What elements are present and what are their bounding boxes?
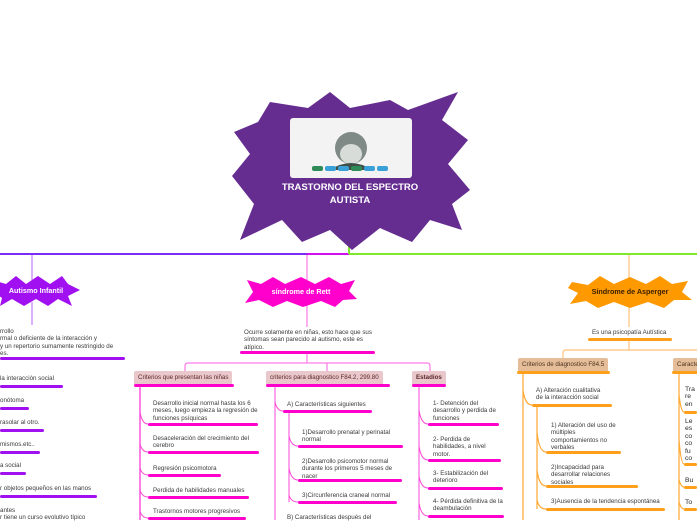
rett-nina-item: Regresión psicomotora — [153, 465, 217, 472]
underline — [428, 459, 501, 462]
underline — [546, 485, 638, 488]
rett-estadio-item: 4- Pérdida definitiva de la deambulación — [433, 498, 503, 513]
asperger-caracteristica-item: Bu — [685, 477, 694, 484]
underline — [0, 495, 97, 498]
autismo-item: antes r tiene un curso evolutivo típico — [0, 507, 86, 522]
underline — [298, 445, 403, 448]
asperger-a-item: 2)Incapacidad para desarrollar relacione… — [551, 464, 611, 486]
asperger-caracteristicas-node[interactable]: Caracte — [673, 358, 697, 372]
underline — [428, 423, 499, 426]
central-topic-title: TRASTORNO DEL ESPECTRO AUTISTA — [250, 181, 450, 207]
rett-estadio-item: 3- Estabilización del deterioro — [433, 470, 489, 485]
asperger-caracteristica-item: Le es co co fu co — [685, 418, 693, 463]
autismo-item: r objetos pequeños en las manos — [0, 485, 92, 492]
autismo-title: Autismo Infantil — [8, 286, 64, 295]
central-title-line1: TRASTORNO DEL ESPECTRO — [281, 182, 419, 193]
rett-a-item: 3)Circunferencia craneal normal — [302, 492, 391, 499]
rett-b-label: B) Características después del — [287, 514, 372, 521]
autismo-item: rasolar al otro. — [0, 419, 40, 426]
rett-a-label: A) Características siguientes — [287, 401, 366, 408]
underline — [684, 486, 697, 489]
central-image — [290, 118, 412, 178]
underline — [546, 508, 665, 511]
underline — [532, 404, 612, 407]
rett-description: Ocurre solamente en niñas, esto hace que… — [244, 329, 372, 351]
underline — [0, 357, 125, 360]
child-with-toy-cars-icon — [312, 132, 388, 171]
rett-estadio-item: 2- Perdida de habilidades, a nivel motor… — [433, 436, 486, 458]
autismo-item: a social — [0, 462, 21, 469]
underline — [148, 517, 246, 520]
rett-nina-item: Desarrollo inicial normal hasta los 6 me… — [153, 400, 258, 422]
underline — [148, 474, 221, 477]
underline — [546, 451, 621, 454]
underline — [148, 496, 249, 499]
underline — [134, 384, 234, 387]
underline — [684, 411, 697, 414]
autismo-item: onótoma — [0, 397, 25, 404]
underline — [298, 479, 402, 482]
underline — [517, 371, 610, 374]
underline — [588, 338, 672, 341]
rett-estadio-item: 1- Detención del desarrollo y perdida de… — [433, 400, 496, 422]
underline — [148, 423, 258, 426]
asperger-node-starburst[interactable] — [568, 276, 692, 308]
rett-nina-item: Trastornos motores progresivos — [153, 508, 241, 515]
underline — [412, 384, 446, 387]
underline — [428, 515, 504, 518]
rett-estadios-node[interactable]: Estadios — [412, 371, 446, 385]
underline — [684, 508, 697, 511]
rett-a-item: 2)Desarrollo psicomotor normal durante l… — [302, 458, 393, 480]
rett-criterios-diagnostico-node[interactable]: criterios para diagnostico F84.2, 299.80 — [266, 371, 383, 385]
underline — [684, 463, 697, 466]
underline — [0, 407, 29, 410]
asperger-criterios-node[interactable]: Criterios de diagnostico F84.5 — [518, 358, 609, 372]
rett-nina-item: Desaceleración del crecimiento del cereb… — [153, 435, 249, 450]
underline — [428, 487, 503, 490]
asperger-a-label: A) Alteración cualitativa de la interacc… — [536, 387, 601, 402]
underline — [0, 451, 40, 454]
autismo-item: mismos.etc.. — [0, 441, 35, 448]
autismo-item: la interacción social — [0, 375, 54, 382]
asperger-a-item: 1) Alteración del uso de múltiples compo… — [551, 422, 616, 451]
underline — [148, 451, 259, 454]
underline — [240, 351, 375, 354]
asperger-caracteristica-item: To — [685, 499, 693, 506]
underline — [0, 429, 44, 432]
asperger-description: Es una psicopatía Autística — [592, 329, 667, 336]
underline — [0, 385, 63, 388]
rett-title: síndrome de Rett — [271, 287, 331, 296]
autismo-node-starburst[interactable] — [0, 276, 82, 306]
rett-a-item: 1)Desarrollo prenatal y perinatal normal — [302, 429, 391, 444]
autismo-item: rrollo rmal o deficiente de la interacci… — [0, 328, 114, 357]
asperger-a-item: 3)Ausencia de la tendencia espontánea — [551, 498, 660, 505]
asperger-caracteristica-item: Tra re en — [685, 386, 695, 408]
asperger-title: Síndrome de Asperger — [591, 287, 669, 296]
underline — [283, 410, 372, 413]
central-title-line2: AUTISTA — [329, 195, 371, 206]
rett-criterios-ninas-node[interactable]: Criterios que presentan las niñas — [134, 371, 233, 385]
underline — [298, 501, 397, 504]
underline — [266, 384, 390, 387]
rett-node-starburst[interactable] — [245, 277, 357, 307]
underline — [0, 472, 26, 475]
underline — [672, 371, 697, 374]
rett-nina-item: Perdida de habilidades manuales — [153, 487, 245, 494]
